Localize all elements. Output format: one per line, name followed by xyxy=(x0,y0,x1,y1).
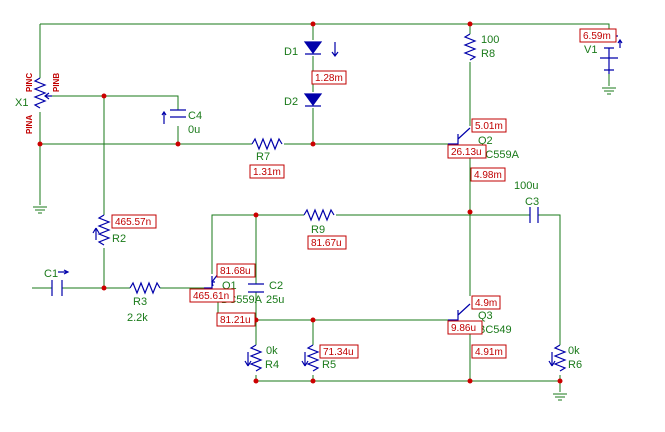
r4-potentiometer xyxy=(249,344,263,372)
c4-label: C4 xyxy=(188,110,202,122)
r4-label: R4 xyxy=(265,359,279,371)
probe-r7: 1.31m xyxy=(249,164,285,179)
d1-current-arrow xyxy=(331,42,339,57)
q1-transistor xyxy=(204,273,219,303)
r2-label: R2 xyxy=(112,233,126,245)
q3-label: Q3 xyxy=(478,310,493,322)
probe-r9: 81.67u xyxy=(307,235,347,250)
r5-wiper xyxy=(301,352,309,367)
q3-part: BC549 xyxy=(478,324,512,336)
probe-q3-emitter: 9.86u xyxy=(447,320,483,335)
probe-q3-collector: 4.91m xyxy=(471,344,507,359)
q2-part: BC559A xyxy=(478,149,520,161)
c1-polarity xyxy=(58,269,70,275)
svg-text:81.67u: 81.67u xyxy=(311,238,342,249)
d2-diode xyxy=(303,93,323,107)
x1-pinb-label: PINB xyxy=(52,73,61,92)
r4-wiper xyxy=(244,352,252,367)
c2-capacitor xyxy=(248,283,264,293)
svg-text:81.68u: 81.68u xyxy=(220,266,251,277)
r6-label: R6 xyxy=(568,359,582,371)
r8-resistor xyxy=(463,33,477,61)
svg-text:26.13u: 26.13u xyxy=(451,147,482,158)
x1-label: X1 xyxy=(15,97,28,109)
svg-text:4.91m: 4.91m xyxy=(475,347,503,358)
svg-text:81.21u: 81.21u xyxy=(220,315,251,326)
probe-q3-base: 4.9m xyxy=(471,295,501,310)
c4-value: 0u xyxy=(188,124,200,136)
x1-wiper xyxy=(44,92,52,100)
c4-polarity xyxy=(161,110,167,124)
ground-v1 xyxy=(602,87,616,95)
r2-potentiometer xyxy=(97,214,111,246)
d1-diode xyxy=(303,41,323,55)
r6-potentiometer xyxy=(553,344,567,372)
r5-potentiometer xyxy=(306,344,320,372)
x1-potentiometer xyxy=(33,77,47,109)
probe-v1: 6.59m xyxy=(579,28,617,43)
probe-q2-emitter: 26.13u xyxy=(447,144,487,159)
probe-q2-collector: 4.98m xyxy=(470,167,506,182)
probe-readouts: 6.59m 1.28m 5.01m 26.13u 4.98m 1.31m 465… xyxy=(111,28,617,359)
svg-text:71.34u: 71.34u xyxy=(323,347,354,358)
r6-wiper xyxy=(548,352,556,367)
r5-label: R5 xyxy=(322,359,336,371)
svg-text:5.01m: 5.01m xyxy=(475,121,503,132)
svg-text:465.61n: 465.61n xyxy=(193,291,229,302)
ground-x1 xyxy=(33,206,47,214)
d1-label: D1 xyxy=(284,46,298,58)
c1-capacitor xyxy=(51,280,63,296)
c2-label: C2 xyxy=(269,280,283,292)
c3-label: C3 xyxy=(525,196,539,208)
r9-resistor xyxy=(303,208,335,222)
probe-r2: 465.57n xyxy=(111,214,157,229)
x1-pinc-label: PINC xyxy=(25,73,34,92)
probe-q1-emitter: 465.61n xyxy=(189,288,235,303)
ground-symbols xyxy=(33,87,616,401)
r3-label: R3 xyxy=(133,296,147,308)
probe-q1-base: 81.68u xyxy=(216,263,256,278)
r6-value: 0k xyxy=(568,345,580,357)
svg-text:465.57n: 465.57n xyxy=(115,217,151,228)
v1-polarity xyxy=(617,38,623,48)
probe-q1-collector: 81.21u xyxy=(216,312,256,327)
q2-label: Q2 xyxy=(478,135,493,147)
c2-value: 25u xyxy=(266,294,284,306)
d2-label: D2 xyxy=(284,96,298,108)
r8-value: 100 xyxy=(481,34,499,46)
probe-q2-base: 5.01m xyxy=(471,118,507,133)
q2-transistor xyxy=(448,127,471,159)
r4-value: 0k xyxy=(266,345,278,357)
x1-pina-label: PINA xyxy=(25,115,34,134)
r3-resistor xyxy=(129,281,161,295)
probe-d1d2: 1.28m xyxy=(311,70,347,85)
v1-label: V1 xyxy=(584,44,597,56)
probe-r5: 71.34u xyxy=(319,344,359,359)
r9-label: R9 xyxy=(311,224,325,236)
svg-text:1.31m: 1.31m xyxy=(253,167,281,178)
svg-text:1.28m: 1.28m xyxy=(315,73,343,84)
r7-resistor xyxy=(251,137,283,151)
svg-text:4.9m: 4.9m xyxy=(475,298,497,309)
r8-label: R8 xyxy=(481,48,495,60)
ground-r6 xyxy=(553,393,567,401)
c3-capacitor xyxy=(529,207,539,223)
q1-arrow xyxy=(211,281,215,287)
c4-capacitor xyxy=(170,109,186,118)
svg-text:6.59m: 6.59m xyxy=(583,31,611,42)
svg-text:9.86u: 9.86u xyxy=(451,323,476,334)
component-labels: X1 PINC PINB PINA C4 0u R7 D1 D2 100 R8 … xyxy=(15,34,597,371)
c3-value: 100u xyxy=(514,180,538,192)
c1-label: C1 xyxy=(44,268,58,280)
r7-label: R7 xyxy=(256,151,270,163)
r3-value: 2.2k xyxy=(127,312,148,324)
q3-transistor xyxy=(448,303,471,335)
r2-wiper xyxy=(92,227,100,240)
svg-text:4.98m: 4.98m xyxy=(474,170,502,181)
